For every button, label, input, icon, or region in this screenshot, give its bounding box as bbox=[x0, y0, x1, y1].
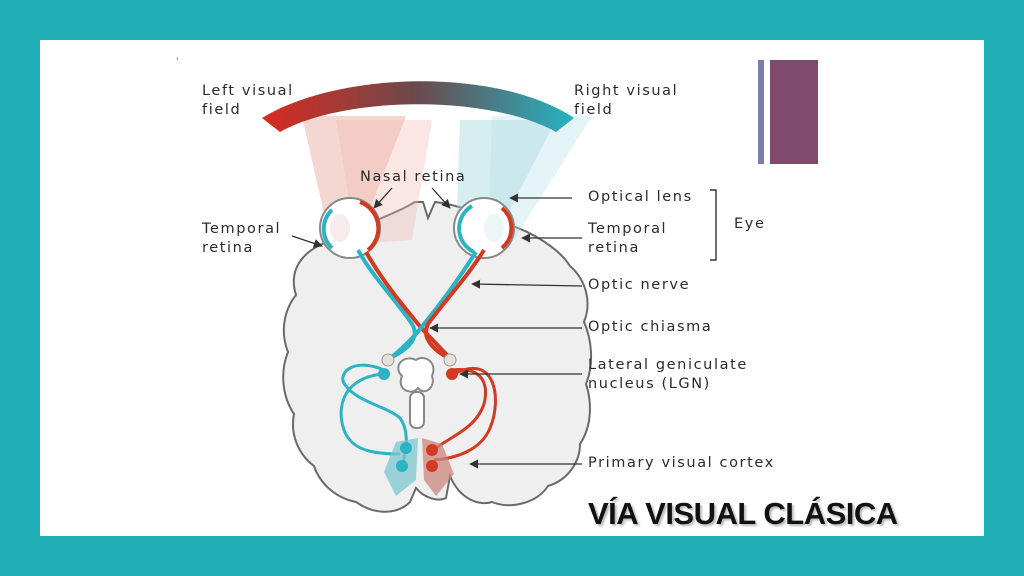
cortex-dot-red-2 bbox=[426, 460, 438, 472]
label-line: Temporal bbox=[202, 221, 282, 237]
arrow-nasal-retina-right bbox=[431, 187, 451, 209]
optic-radiation-blue-outer bbox=[339, 372, 401, 456]
label-line: field bbox=[202, 102, 242, 118]
right-field-cone-2 bbox=[488, 116, 592, 244]
label-line: Lateral geniculate bbox=[588, 357, 748, 373]
brain-outline bbox=[282, 200, 593, 513]
label-line: nucleus (LGN) bbox=[588, 376, 711, 392]
optic-radiation-red-outer bbox=[433, 366, 497, 462]
label-nasal-retina: Nasal retina bbox=[360, 169, 467, 185]
label-line: retina bbox=[588, 240, 640, 256]
stray-mark: ' bbox=[176, 57, 179, 67]
cortex-dot-red-1 bbox=[426, 444, 438, 456]
label-temporal-retina-right: Temporal retina bbox=[588, 220, 667, 258]
slide: ' bbox=[40, 40, 984, 536]
label-line: Left visual bbox=[202, 83, 294, 99]
label-optic-nerve: Optic nerve bbox=[588, 277, 691, 293]
label-line: retina bbox=[202, 240, 254, 256]
optic-radiation-blue-inner bbox=[341, 363, 408, 467]
visual-field-arc bbox=[262, 81, 574, 132]
label-line: Temporal bbox=[588, 221, 668, 237]
label-eye: Eye bbox=[734, 216, 766, 232]
label-right-visual-field: Right visual field bbox=[574, 82, 678, 120]
left-eye bbox=[319, 197, 381, 259]
arrow-temporal-retina-left bbox=[291, 235, 323, 248]
label-optical-lens: Optical lens bbox=[588, 189, 693, 205]
label-line: Right visual bbox=[574, 83, 679, 99]
optic-nerve-left-red bbox=[364, 251, 456, 364]
eye-bracket bbox=[710, 189, 717, 261]
label-lgn: Lateral geniculate nucleus (LGN) bbox=[588, 356, 748, 394]
optic-nerve-left-blue bbox=[356, 249, 417, 362]
decorative-bar-wide bbox=[770, 60, 818, 164]
label-line: field bbox=[574, 102, 614, 118]
cortex-dot-blue-2 bbox=[396, 460, 408, 472]
arrow-nasal-retina-left bbox=[373, 187, 393, 209]
midbrain bbox=[381, 353, 457, 429]
lgn-left-blue bbox=[378, 368, 390, 380]
visual-pathway-diagram bbox=[262, 81, 717, 513]
decorative-bar-thin bbox=[758, 60, 764, 164]
optic-nerve-right-blue bbox=[384, 250, 478, 364]
slide-title: VÍA VISUAL CLÁSICA bbox=[588, 496, 898, 531]
arrow-optic-nerve bbox=[471, 279, 583, 289]
optic-nerve-right-red bbox=[424, 248, 486, 362]
label-left-visual-field: Left visual field bbox=[202, 82, 294, 120]
label-primary-visual-cortex: Primary visual cortex bbox=[588, 455, 775, 471]
label-optic-chiasma: Optic chiasma bbox=[588, 319, 713, 335]
optic-radiation-red-inner bbox=[435, 368, 487, 450]
right-eye bbox=[453, 197, 515, 259]
cortex-dot-blue-1 bbox=[400, 442, 412, 454]
label-temporal-retina-left: Temporal retina bbox=[202, 220, 281, 258]
